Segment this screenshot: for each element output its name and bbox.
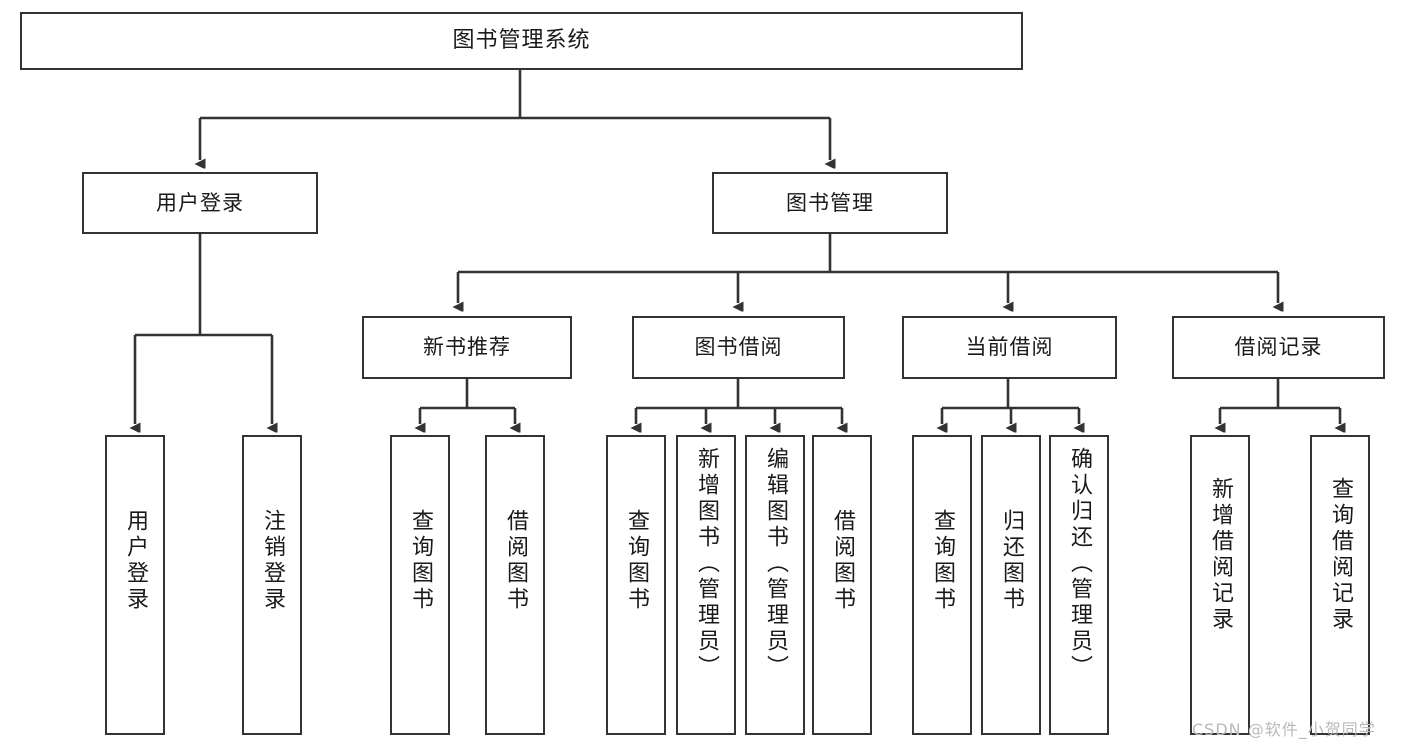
node-current-borrow[interactable]: 当前借阅 bbox=[902, 316, 1117, 379]
node-root-label: 图书管理系统 bbox=[452, 28, 591, 54]
node-leaf-borrow-book-1[interactable]: 借阅图书 bbox=[485, 435, 545, 735]
node-leaf-query-book-3-label: 查询图书 bbox=[930, 509, 955, 613]
node-leaf-borrow-book-1-label: 借阅图书 bbox=[503, 509, 528, 613]
node-leaf-add-book[interactable]: 新增图书（管理员） bbox=[676, 435, 736, 735]
node-leaf-edit-book[interactable]: 编辑图书（管理员） bbox=[745, 435, 805, 735]
csdn-watermark: CSDN @软件_小贺同学 bbox=[1192, 720, 1376, 739]
node-leaf-user-login-label: 用户登录 bbox=[123, 509, 148, 613]
node-borrow-record-label: 借阅记录 bbox=[1234, 335, 1323, 360]
node-leaf-edit-book-label: 编辑图书（管理员） bbox=[763, 447, 788, 681]
node-leaf-add-record[interactable]: 新增借阅记录 bbox=[1190, 435, 1250, 735]
node-borrow-record[interactable]: 借阅记录 bbox=[1172, 316, 1385, 379]
node-book-borrow-label: 图书借阅 bbox=[694, 335, 783, 360]
node-leaf-user-login[interactable]: 用户登录 bbox=[105, 435, 165, 735]
node-leaf-query-book-1[interactable]: 查询图书 bbox=[390, 435, 450, 735]
node-leaf-borrow-book-2[interactable]: 借阅图书 bbox=[812, 435, 872, 735]
node-leaf-confirm-return-label: 确认归还（管理员） bbox=[1067, 447, 1092, 681]
node-leaf-logout[interactable]: 注销登录 bbox=[242, 435, 302, 735]
node-book-manage-label: 图书管理 bbox=[786, 190, 874, 215]
node-leaf-return-book-label: 归还图书 bbox=[999, 509, 1024, 613]
node-book-borrow[interactable]: 图书借阅 bbox=[632, 316, 845, 379]
node-leaf-confirm-return[interactable]: 确认归还（管理员） bbox=[1049, 435, 1109, 735]
node-leaf-logout-label: 注销登录 bbox=[260, 509, 285, 613]
node-new-book-rec[interactable]: 新书推荐 bbox=[362, 316, 572, 379]
node-leaf-borrow-book-2-label: 借阅图书 bbox=[830, 509, 855, 613]
node-leaf-query-book-1-label: 查询图书 bbox=[408, 509, 433, 613]
node-leaf-query-book-3[interactable]: 查询图书 bbox=[912, 435, 972, 735]
node-root[interactable]: 图书管理系统 bbox=[20, 12, 1023, 70]
node-leaf-query-book-2[interactable]: 查询图书 bbox=[606, 435, 666, 735]
node-leaf-add-book-label: 新增图书（管理员） bbox=[694, 447, 719, 681]
node-current-borrow-label: 当前借阅 bbox=[965, 335, 1054, 360]
node-leaf-query-record-label: 查询借阅记录 bbox=[1328, 477, 1353, 633]
node-leaf-add-record-label: 新增借阅记录 bbox=[1208, 477, 1233, 633]
node-leaf-return-book[interactable]: 归还图书 bbox=[981, 435, 1041, 735]
node-leaf-query-record[interactable]: 查询借阅记录 bbox=[1310, 435, 1370, 735]
node-user-login-label: 用户登录 bbox=[156, 190, 244, 215]
node-leaf-query-book-2-label: 查询图书 bbox=[624, 509, 649, 613]
node-user-login[interactable]: 用户登录 bbox=[82, 172, 318, 234]
node-book-manage[interactable]: 图书管理 bbox=[712, 172, 948, 234]
node-new-book-rec-label: 新书推荐 bbox=[423, 335, 511, 360]
